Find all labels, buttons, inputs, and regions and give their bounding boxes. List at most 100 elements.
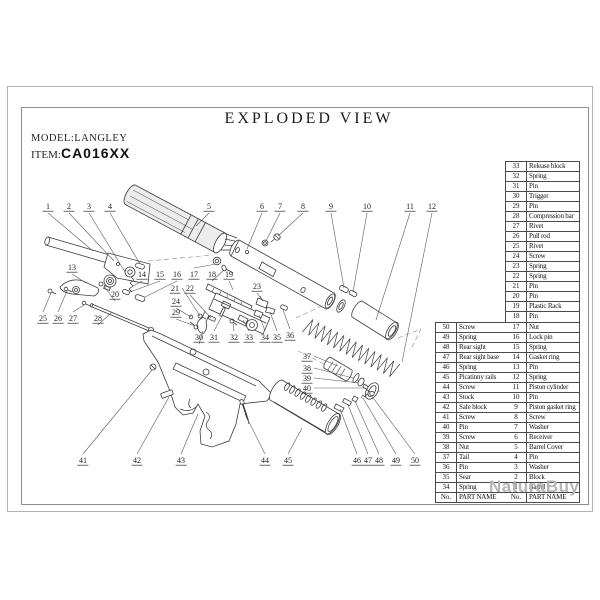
- callout-46: 46: [339, 408, 363, 466]
- callout-4: 4: [104, 202, 141, 265]
- callout-12: 12: [401, 202, 438, 363]
- callout-number: 16: [173, 270, 181, 279]
- item-label: ITEM:: [31, 149, 61, 161]
- callout-number: 13: [68, 263, 76, 272]
- callout-45: 45: [282, 427, 303, 466]
- part-name: Receiver: [529, 433, 553, 441]
- mainspring-part: [302, 319, 401, 377]
- callout-number: 15: [156, 270, 164, 279]
- callout-number: 49: [392, 456, 400, 465]
- callout-15: 15: [129, 270, 166, 293]
- callout-7: 7: [265, 202, 286, 242]
- part-number: 18: [506, 312, 527, 322]
- callout-42: 42: [131, 396, 170, 466]
- callout-24: 24: [170, 297, 192, 318]
- callout-34: 34: [258, 314, 271, 343]
- part-name: Rear sight base: [459, 354, 499, 361]
- part-name: Pin: [459, 464, 468, 471]
- part-number: 17: [506, 322, 527, 332]
- callout-number: 26: [54, 314, 62, 323]
- top-screw-washer-parts: [212, 233, 281, 274]
- part-number: 45: [436, 373, 457, 382]
- callout-11: 11: [375, 202, 416, 321]
- part-number: 35: [436, 473, 457, 482]
- callout-28: 28: [92, 311, 113, 326]
- callout-44: 44: [244, 413, 271, 466]
- part-name: PART NAME: [529, 494, 567, 502]
- callout-29: 29: [170, 308, 196, 327]
- part-name: Rivet: [529, 243, 544, 251]
- callout-number: 42: [133, 456, 141, 465]
- part-number: 5: [506, 442, 527, 452]
- barrel-cover-part: [123, 184, 240, 254]
- callout-39: 39: [301, 374, 360, 384]
- part-number: 47: [436, 353, 457, 362]
- part-number: 46: [436, 363, 457, 372]
- page-outer-border: [7, 86, 593, 512]
- callout-14: 14: [132, 270, 148, 287]
- callout-number: 11: [406, 202, 414, 211]
- part-name: Spring: [459, 484, 477, 491]
- part-number: 20: [506, 292, 527, 302]
- callout-31: 31: [208, 315, 223, 343]
- part-name: Piston cylinder: [529, 383, 569, 391]
- part-name: Nut: [459, 444, 469, 451]
- callout-21: 21: [169, 284, 201, 317]
- item-value: CA016XX: [60, 145, 131, 161]
- callout-9: 9: [325, 202, 345, 289]
- part-number: No.: [436, 493, 457, 502]
- callout-number: 35: [273, 333, 281, 342]
- part-name: Piston gasket ring: [529, 403, 576, 411]
- callout-number: 39: [303, 374, 311, 383]
- part-name: Spring: [529, 373, 547, 381]
- callout-30: 30: [193, 330, 205, 345]
- callout-number: 47: [364, 456, 372, 465]
- part-name: Stock: [459, 394, 474, 401]
- part-number: 14: [506, 352, 527, 362]
- part-number: 12: [506, 372, 527, 382]
- callout-32: 32: [228, 323, 240, 343]
- callout-number: 36: [286, 331, 294, 340]
- callout-number: 21: [171, 284, 179, 293]
- callout-number: 34: [261, 333, 269, 342]
- callout-number: 37: [303, 352, 311, 361]
- part-name: Screw: [459, 384, 476, 391]
- piston-pin-parts: [336, 285, 358, 313]
- callout-43: 43: [175, 413, 199, 466]
- part-name: Trigger: [529, 193, 549, 201]
- callout-number: 9: [329, 202, 333, 211]
- part-number: 19: [506, 302, 527, 312]
- part-number: 37: [436, 453, 457, 462]
- callout-number: 7: [278, 202, 282, 211]
- part-number: 32: [506, 172, 527, 182]
- callout-2: 2: [63, 202, 115, 262]
- part-name: Pin: [529, 203, 538, 211]
- receiver-part: [229, 239, 336, 310]
- part-number: 48: [436, 343, 457, 352]
- part-number: 4: [506, 452, 527, 462]
- part-name: Screw: [459, 324, 476, 331]
